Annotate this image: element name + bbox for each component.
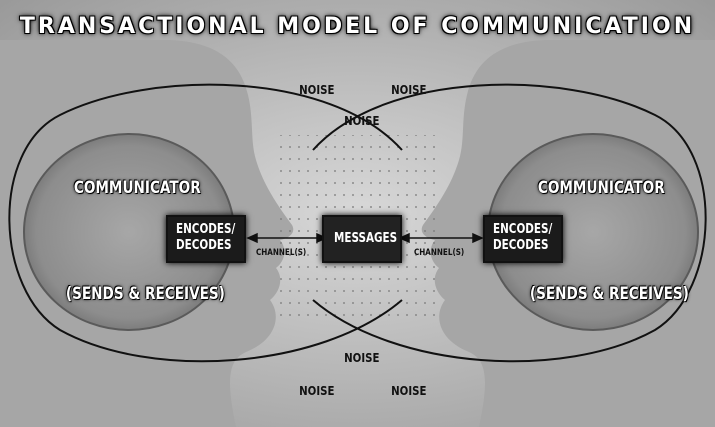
left-role-label: (SENDS & RECEIVES) xyxy=(65,284,225,304)
diagram-title: TRANSACTIONAL MODEL OF COMMUNICATION xyxy=(19,14,696,39)
messages-box: MESSAGES xyxy=(322,215,402,263)
noise-label-bottom-center: NOISE xyxy=(344,351,380,365)
messages-label: MESSAGES xyxy=(334,231,398,246)
left-communicator-label: COMMUNICATOR xyxy=(73,178,201,198)
left-encodes-decodes-box: ENCODES/ DECODES xyxy=(166,215,246,263)
left-encodes-label: ENCODES/ xyxy=(176,222,236,237)
right-decodes-label: DECODES xyxy=(493,238,549,253)
left-channel-arrow xyxy=(246,232,328,244)
noise-label-bottom-right: NOISE xyxy=(391,384,427,398)
right-channel-label: CHANNEL(S) xyxy=(414,248,465,258)
noise-label-top-center: NOISE xyxy=(344,114,380,128)
left-loop-curve xyxy=(8,83,403,363)
noise-label-top-left: NOISE xyxy=(299,83,335,97)
noise-label-top-right: NOISE xyxy=(391,83,427,97)
right-loop-curve xyxy=(312,83,707,363)
right-role-label: (SENDS & RECEIVES) xyxy=(529,284,689,304)
right-channel-arrow xyxy=(398,232,484,244)
right-communicator-label: COMMUNICATOR xyxy=(537,178,665,198)
left-decodes-label: DECODES xyxy=(176,238,232,253)
right-encodes-label: ENCODES/ xyxy=(493,222,553,237)
right-encodes-decodes-box: ENCODES/ DECODES xyxy=(483,215,563,263)
left-channel-label: CHANNEL(S) xyxy=(256,248,307,258)
noise-label-bottom-left: NOISE xyxy=(299,384,335,398)
